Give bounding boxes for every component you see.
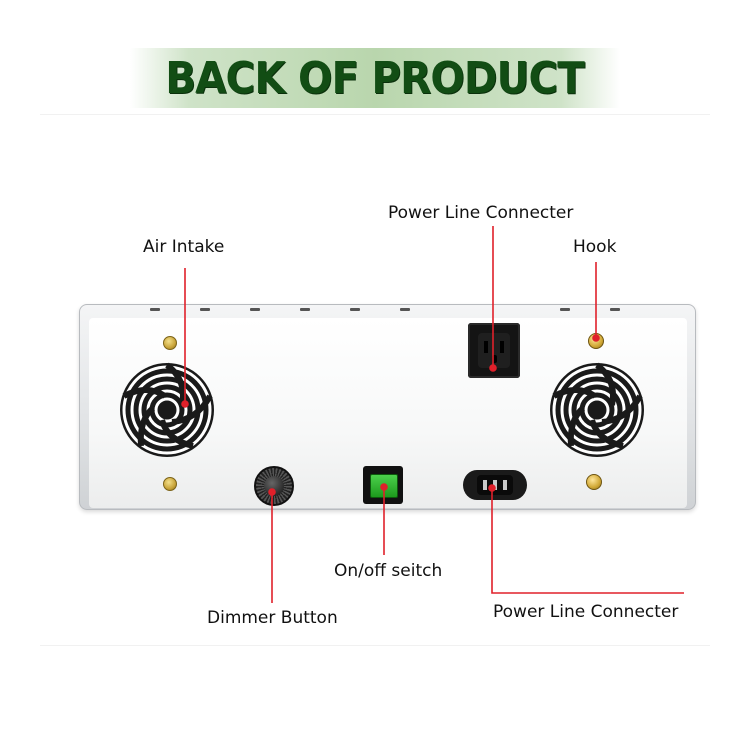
vent-slot: [300, 308, 310, 311]
title-banner: BACK OF PRODUCT: [130, 48, 620, 108]
callout-hook: Hook: [573, 237, 617, 257]
top-rule: [40, 114, 710, 115]
fan-right: [550, 362, 644, 457]
bottom-rule: [40, 645, 710, 646]
leader-dot: [181, 400, 189, 408]
vent-slot: [200, 308, 210, 311]
vent-slot: [150, 308, 160, 311]
hook-icon: [586, 474, 602, 490]
vent-slot: [250, 308, 260, 311]
callout-air-intake: Air Intake: [143, 237, 225, 257]
iec-inlet-icon: [463, 470, 527, 500]
vent-slot: [560, 308, 570, 311]
vent-slot: [350, 308, 360, 311]
vent-slot: [400, 308, 410, 311]
callout-dimmer: Dimmer Button: [207, 608, 338, 628]
leader-power-bottom: [491, 488, 684, 594]
callout-power-line-top: Power Line Connecter: [388, 203, 574, 223]
leader-dot: [488, 484, 496, 492]
vent-slot: [610, 308, 620, 311]
mount-screw: [163, 477, 177, 491]
mount-screw: [163, 336, 177, 350]
leader-dot: [380, 483, 388, 491]
page-title: BACK OF PRODUCT: [165, 52, 586, 104]
callout-on-off: On/off seitch: [334, 561, 443, 581]
leader-dot: [489, 364, 497, 372]
leader-dot: [592, 334, 600, 342]
fan-left: [120, 362, 214, 457]
callout-power-line-bottom: Power Line Connecter: [493, 602, 679, 622]
leader-dot: [268, 488, 276, 496]
